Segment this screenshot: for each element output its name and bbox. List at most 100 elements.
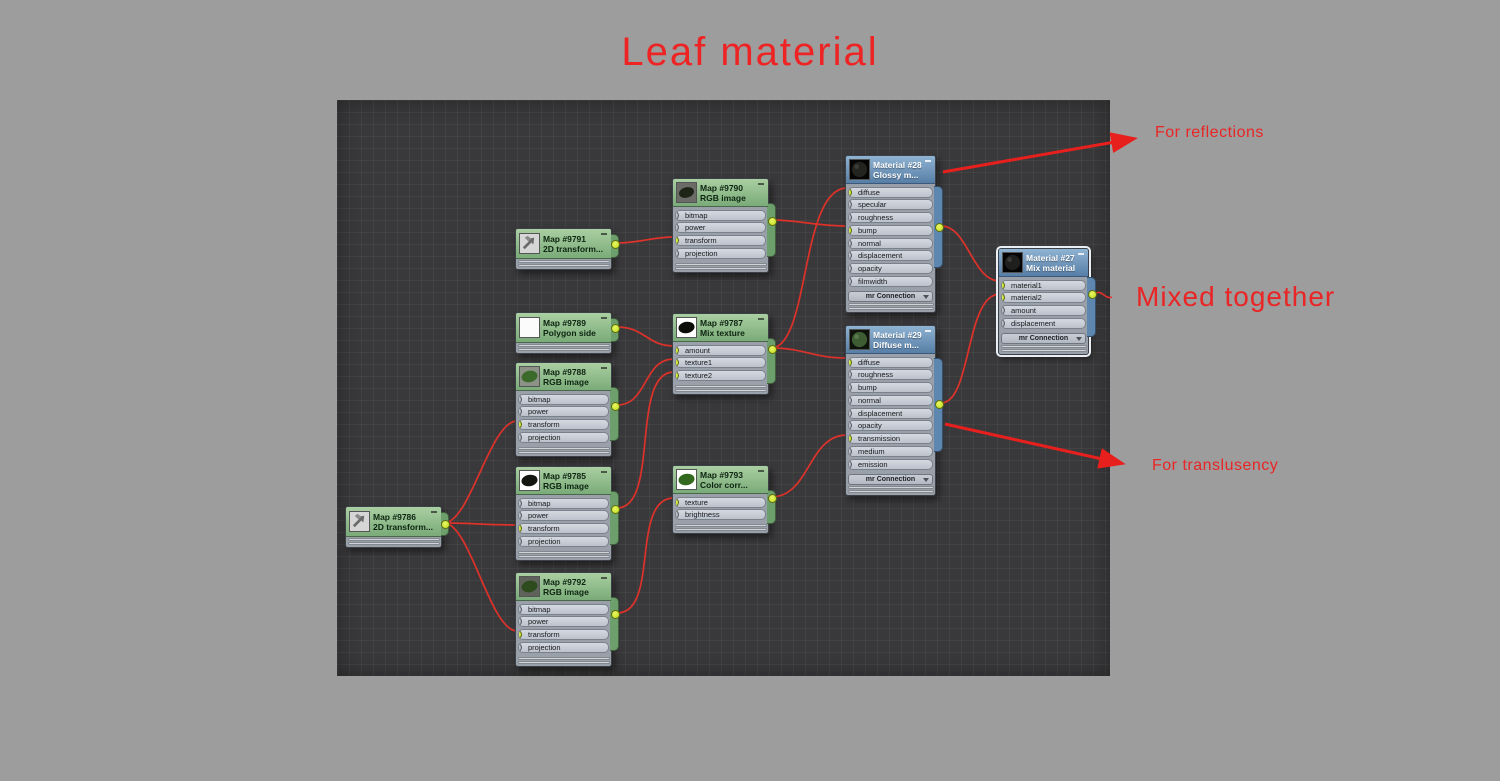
input-socket[interactable] xyxy=(519,498,522,508)
port-transform[interactable]: transform xyxy=(518,629,609,641)
port-amount[interactable]: amount xyxy=(675,344,766,356)
input-socket[interactable] xyxy=(1002,293,1005,303)
input-socket[interactable] xyxy=(849,200,852,210)
port-opacity[interactable]: opacity xyxy=(848,263,933,275)
input-socket[interactable] xyxy=(519,604,522,614)
input-socket[interactable] xyxy=(519,642,522,652)
minimize-icon[interactable] xyxy=(601,367,607,369)
input-socket[interactable] xyxy=(849,395,852,405)
input-socket[interactable] xyxy=(676,510,679,520)
port-specular[interactable]: specular xyxy=(848,199,933,211)
port-projection[interactable]: projection xyxy=(518,535,609,547)
port-power[interactable]: power xyxy=(518,616,609,628)
minimize-icon[interactable] xyxy=(758,470,764,472)
port-transform[interactable]: transform xyxy=(518,419,609,431)
input-socket[interactable] xyxy=(849,434,852,444)
port-transform[interactable]: transform xyxy=(675,235,766,247)
input-socket[interactable] xyxy=(849,238,852,248)
input-socket[interactable] xyxy=(849,213,852,223)
input-socket[interactable] xyxy=(849,251,852,261)
port-bitmap[interactable]: bitmap xyxy=(675,209,766,221)
port-power[interactable]: power xyxy=(518,406,609,418)
input-socket[interactable] xyxy=(849,370,852,380)
input-socket[interactable] xyxy=(519,524,522,534)
port-medium[interactable]: medium xyxy=(848,446,933,458)
port-bitmap[interactable]: bitmap xyxy=(518,393,609,405)
input-socket[interactable] xyxy=(676,345,679,355)
minimize-icon[interactable] xyxy=(431,511,437,513)
output-socket[interactable] xyxy=(611,239,620,249)
input-socket[interactable] xyxy=(849,277,852,287)
input-socket[interactable] xyxy=(519,630,522,640)
input-socket[interactable] xyxy=(676,497,679,507)
port-displacement[interactable]: displacement xyxy=(848,250,933,262)
input-socket[interactable] xyxy=(519,407,522,417)
minimize-icon[interactable] xyxy=(1078,253,1084,255)
output-socket[interactable] xyxy=(768,344,777,354)
port-texture1[interactable]: texture1 xyxy=(675,357,766,369)
input-socket[interactable] xyxy=(519,536,522,546)
input-socket[interactable] xyxy=(676,371,679,381)
input-socket[interactable] xyxy=(519,511,522,521)
input-socket[interactable] xyxy=(849,383,852,393)
output-socket[interactable] xyxy=(611,504,620,514)
minimize-icon[interactable] xyxy=(601,577,607,579)
input-socket[interactable] xyxy=(849,264,852,274)
input-socket[interactable] xyxy=(849,187,852,197)
input-socket[interactable] xyxy=(849,357,852,367)
port-transform[interactable]: transform xyxy=(518,523,609,535)
minimize-icon[interactable] xyxy=(925,160,931,162)
port-diffuse[interactable]: diffuse xyxy=(848,186,933,198)
port-projection[interactable]: projection xyxy=(518,431,609,443)
minimize-icon[interactable] xyxy=(601,233,607,235)
input-socket[interactable] xyxy=(849,447,852,457)
input-socket[interactable] xyxy=(849,225,852,235)
input-socket[interactable] xyxy=(849,408,852,418)
input-socket[interactable] xyxy=(519,617,522,627)
input-socket[interactable] xyxy=(1002,306,1005,316)
minimize-icon[interactable] xyxy=(925,330,931,332)
mr-connection-row[interactable]: mr Connection xyxy=(1001,332,1086,344)
port-power[interactable]: power xyxy=(675,222,766,234)
port-roughness[interactable]: roughness xyxy=(848,369,933,381)
port-amount[interactable]: amount xyxy=(1001,305,1086,317)
port-displacement[interactable]: displacement xyxy=(848,407,933,419)
minimize-icon[interactable] xyxy=(758,183,764,185)
port-bump[interactable]: bump xyxy=(848,224,933,236)
port-brightness[interactable]: brightness xyxy=(675,509,766,521)
output-socket[interactable] xyxy=(768,216,777,226)
output-socket[interactable] xyxy=(935,222,944,232)
input-socket[interactable] xyxy=(1002,318,1005,328)
input-socket[interactable] xyxy=(849,421,852,431)
port-material2[interactable]: material2 xyxy=(1001,292,1086,304)
input-socket[interactable] xyxy=(519,394,522,404)
port-displacement[interactable]: displacement xyxy=(1001,317,1086,329)
input-socket[interactable] xyxy=(676,236,679,246)
output-socket[interactable] xyxy=(611,401,620,411)
output-socket[interactable] xyxy=(1088,289,1097,299)
input-socket[interactable] xyxy=(676,248,679,258)
port-power[interactable]: power xyxy=(518,510,609,522)
input-socket[interactable] xyxy=(519,432,522,442)
output-socket[interactable] xyxy=(768,493,777,503)
port-normal[interactable]: normal xyxy=(848,394,933,406)
output-socket[interactable] xyxy=(935,399,944,409)
port-normal[interactable]: normal xyxy=(848,237,933,249)
minimize-icon[interactable] xyxy=(601,471,607,473)
output-socket[interactable] xyxy=(441,519,450,529)
port-diffuse[interactable]: diffuse xyxy=(848,356,933,368)
mr-connection-row[interactable]: mr Connection xyxy=(848,290,933,302)
minimize-icon[interactable] xyxy=(601,317,607,319)
input-socket[interactable] xyxy=(519,420,522,430)
